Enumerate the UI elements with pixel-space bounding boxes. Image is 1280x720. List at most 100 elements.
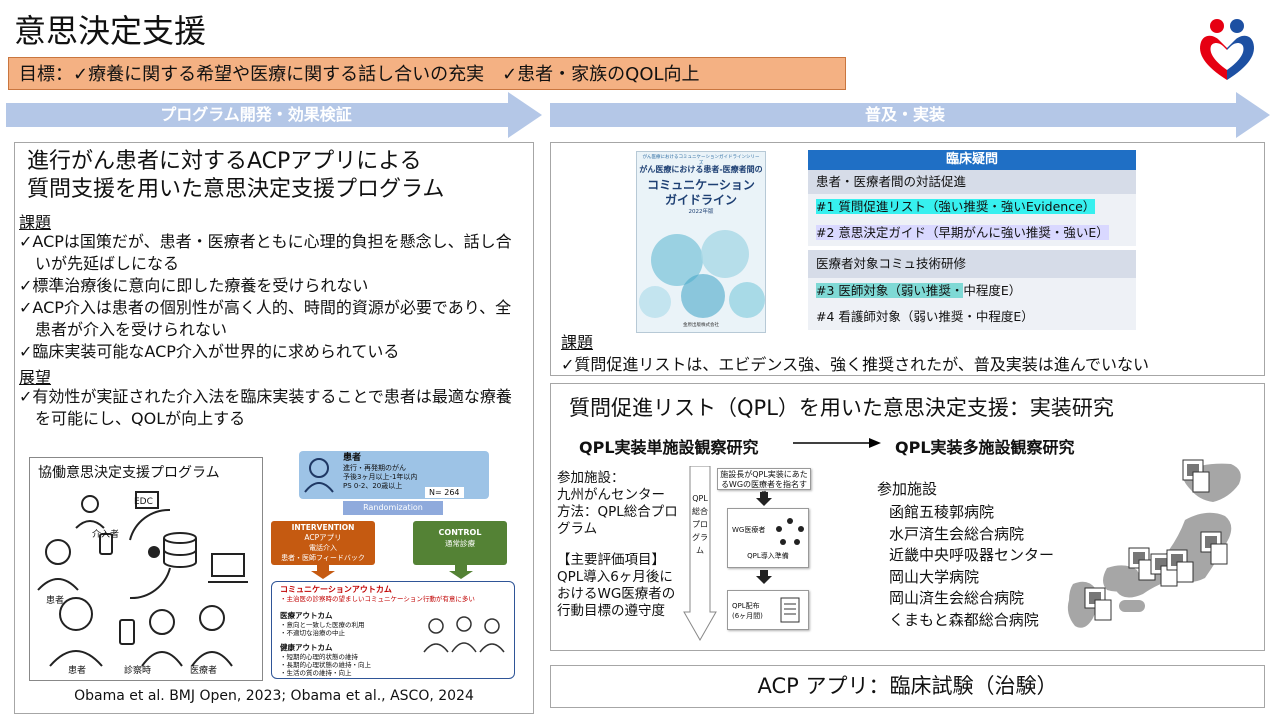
rct-outcome-title: コミュニケーションアウトカム [280,585,392,594]
flow3-duration: (6ヶ月間) [732,612,763,620]
rct-intervention-box: INTERVENTION ACPアプリ 電話介入 患者・医師フィードバック [271,521,375,565]
issues-list: ✓ACPは国策だが、患者・医療者ともに心理的負担を懸念し、話し合いが先延ばしにな… [19,231,525,363]
cq4-text: #4 看護師対象（弱い推奨・中程度E） [816,309,1034,324]
acp-app-trial-panel: ACP アプリ：臨床試験（治験） [550,665,1265,708]
qpl-heading: 質問促進リスト（QPL）を用いた意思決定支援：実装研究 [569,396,1114,420]
band-arrow-right-shape [550,92,1270,138]
rct-medical-1: ・意向と一致した医療の利用 [280,621,365,629]
team-illustration [423,616,505,653]
program-vertical-label: QPL総合プログラム [692,494,708,555]
issue-item: ✓標準治療後に意向に即した療養を受けられない [19,276,369,295]
flow-step-1: 施設長がQPL実装にあたるWGの医療者を指名する [717,468,811,499]
outlook-list: ✓有効性が実証された介入法を臨床実装することで患者は最適な療養を可能にし、QOL… [19,386,525,430]
team-circle-icon [776,518,804,545]
flow-step-2: WG医療者 QPL導入準備 [727,508,809,568]
logo-icon [1200,19,1254,80]
rct-outcome-box: コミュニケーションアウトカム ・主治医の診察時の望ましいコミュニケーション行動が… [271,581,515,679]
rct-medical-2: ・不適切な治療の中止 [280,629,345,637]
qpl-single-study: QPL実装単施設観察研究 [579,438,759,457]
rct-figure: 患者 進行・再発期のがん 予後3ヶ月以上-1年以内 PS 0-2、20歳以上 N… [265,449,527,679]
cq1-text: #1 質問促進リスト（強い推奨・強いEvidence） [816,199,1096,214]
book-title1: がん医療における患者-医療者間の [639,165,763,174]
cq-row3: #3 医師対象（弱い推奨・中程度E） [808,278,1136,304]
collab-illustration [37,491,248,667]
eval-text: QPL導入6ヶ月後におけるWG医療者の行動目標の遵守度 [557,569,676,619]
multi-site-label: 参加施設 [877,480,938,498]
japan-map [1067,459,1241,628]
book-publisher: 金原出版株式会社 [683,323,719,328]
qpl-multi-study: QPL実装多施設観察研究 [895,438,1075,457]
evaluation-info: 【主要評価項目】 QPL導入6ヶ月後におけるWG医療者の行動目標の遵守度 [557,552,681,620]
site-name: 九州がんセンター [557,487,665,503]
issue-item: ✓ACPは国策だが、患者・医療者ともに心理的負担を懸念し、話し合いが先延ばしにな… [19,232,512,273]
rct-intervention-title: INTERVENTION [291,523,355,532]
collab-program-figure: 協働意思決定支援プログラム EDC 介入者 患者 患者 診察時 医療者 [29,457,263,681]
band-arrow-left-shape [6,92,542,138]
hospital-item: 岡山大学病院 [889,567,980,586]
page-title: 意思決定支援 [14,12,207,50]
flow3-distribute: QPL配布 [732,602,760,610]
left-heading-line1: 進行がん患者に対するACPアプリによる [27,149,422,174]
band-dissemination: 普及・実装 [550,92,1272,138]
band-label-left: プログラム開発・効果検証 [160,105,352,124]
flow2-wg: WG医療者 [732,526,766,534]
right-issue-label: 課題 [561,333,594,352]
rct-n: N= 264 [425,487,464,498]
guideline-book-cover: がん医療におけるコミュニケーションガイドラインシリーズ がん医療における患者-医… [636,151,766,333]
eval-label: 【主要評価項目】 [557,552,665,568]
cq-row2: #2 意思決定ガイド（早期がんに強い推奨・強いE） [808,220,1136,246]
band-program-dev: プログラム開発・効果検証 [6,92,544,138]
left-panel: 進行がん患者に対するACPアプリによる 質問支援を用いた意思決定支援プログラム … [14,142,534,714]
hospital-item: くまもと森都総合病院 [889,610,1039,629]
rct-health-3: ・生活の質の維持・向上 [280,669,352,677]
right-mid-panel: 質問促進リスト（QPL）を用いた意思決定支援：実装研究 QPL実装単施設観察研究… [550,383,1265,651]
rct-intervention-sub2: 電話介入 [309,544,337,552]
left-heading-line2: 質問支援を用いた意思決定支援プログラム [27,177,445,202]
rct-health-title: 健康アウトカム [280,643,333,652]
program-down-arrow [683,466,717,642]
rct-arrows [311,565,473,579]
flow-step-3: QPL配布 (6ヶ月間) [727,590,809,630]
rct-patient-label: 患者 [343,453,362,463]
cq-group2: 医療者対象コミュ技術研修 [808,250,1136,278]
rct-health-2: ・長期的心理状態の維持・向上 [280,661,371,669]
collab-label-edc: EDC [134,497,153,507]
study-arrow [793,438,881,448]
flow-arrow-1 [756,492,772,506]
collab-title: 協働意思決定支援プログラム [38,465,220,481]
right-top-panel: がん医療におけるコミュニケーションガイドラインシリーズ がん医療における患者-医… [550,142,1265,376]
patient-icon [304,458,334,493]
book-series: がん医療におけるコミュニケーションガイドラインシリーズ [642,155,760,166]
rct-patient-box: 患者 進行・再発期のがん 予後3ヶ月以上-1年以内 PS 0-2、20歳以上 N… [299,451,489,499]
cq3-text-b: 中程度E） [963,283,1022,298]
book-circles-decoration [639,230,765,318]
site-method: 方法：QPL総合プログラム [557,504,678,537]
cq-header: 臨床疑問 [808,150,1136,170]
book-title3: ガイドライン [664,193,737,207]
goal-bar: 目標：✓療養に関する希望や医療に関する話し合いの充実 ✓患者・家族のQOL向上 [8,57,846,90]
issue-item: ✓ACP介入は患者の個別性が高く人的、時間的資源が必要であり、全患者が介入を受け… [19,298,512,339]
rct-patient-desc2: 予後3ヶ月以上-1年以内 [343,473,418,481]
rct-control-sub: 通常診療 [445,539,475,548]
cq-group1: 患者・医療者間の対話促進 [808,170,1136,194]
collab-label-patient: 患者 [46,596,65,606]
rct-control-title: CONTROL [438,528,482,537]
document-icon [780,597,800,623]
collab-label-consult: 診察時 [124,666,152,676]
hospital-item: 岡山済生会総合病院 [889,589,1025,608]
book-title2: コミュニケーション [647,178,755,192]
collab-label-intervener: 介入者 [92,530,120,540]
rct-patient-desc3: PS 0-2、20歳以上 [343,482,403,490]
clinical-questions-table: 臨床疑問 患者・医療者間の対話促進 #1 質問促進リスト（強い推奨・強いEvid… [808,150,1136,330]
rct-medical-title: 医療アウトカム [280,611,333,620]
flow2-prep: QPL導入準備 [747,552,789,560]
issues-label: 課題 [19,213,52,232]
right-issue-text: ✓質問促進リストは、エビデンス強、強く推奨されたが、普及実装は進んでいない [561,355,1149,374]
rct-outcome-sub: ・主治医の診察時の望ましいコミュニケーション行動が有意に多い [280,595,475,603]
rct-health-1: ・短期的心理的状態の維持 [280,653,358,661]
issue-item: ✓臨床実装可能なACP介入が世界的に求められている [19,342,400,361]
cq-row1: #1 質問促進リスト（強い推奨・強いEvidence） [808,194,1136,220]
rct-intervention-sub3: 患者・医師フィードバック [281,554,365,562]
collab-label-patient-bottom: 患者 [68,666,87,676]
outlook-label: 展望 [19,368,52,387]
